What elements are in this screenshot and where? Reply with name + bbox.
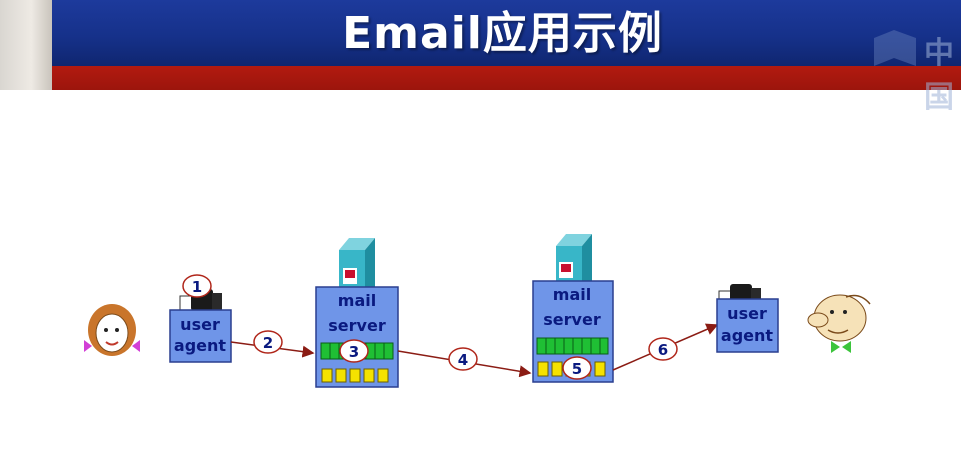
title-banner-blue — [0, 0, 961, 66]
receiver-server-label-line1: mail — [553, 285, 591, 304]
sender-person-icon — [84, 304, 140, 356]
step-6-marker: 6 — [648, 337, 678, 361]
step-5-marker: 5 — [562, 356, 592, 380]
sender-server-label-line1: mail — [338, 291, 376, 310]
step-3-label: 3 — [349, 343, 359, 361]
step-1-label: 1 — [192, 278, 202, 296]
step-2-marker: 2 — [253, 330, 283, 354]
sender-server-tower-icon — [339, 238, 375, 290]
sender-server-mailbox — [321, 368, 389, 383]
step-4-label: 4 — [458, 351, 468, 369]
title-banner-red-stripe — [0, 66, 961, 90]
sender-user-agent-label-line1: user — [180, 315, 220, 334]
title-banner — [0, 0, 961, 90]
step-5-label: 5 — [572, 360, 582, 378]
receiver-server-label-line2: server — [543, 310, 601, 329]
step-6-label: 6 — [658, 341, 668, 359]
receiver-user-agent: user agent — [716, 284, 779, 353]
sender-user-agent-label-line2: agent — [174, 336, 226, 355]
webcam-thumbnail — [0, 0, 52, 90]
receiver-user-agent-label-line2: agent — [721, 326, 773, 345]
receiver-server-tower-icon — [556, 234, 592, 286]
slide-title: Email应用示例 — [342, 8, 663, 59]
step-1-marker: 1 — [182, 274, 212, 298]
sender-mail-server: mail server — [315, 238, 399, 388]
watermark-text: 中国 — [924, 36, 954, 115]
receiver-person-icon — [807, 294, 871, 353]
sender-user-agent: user agent — [169, 289, 232, 363]
step-3-marker: 3 — [339, 339, 369, 363]
logo-watermark-icon — [874, 30, 916, 66]
sender-server-label-line2: server — [328, 316, 386, 335]
step-2-label: 2 — [263, 334, 273, 352]
step-4-marker: 4 — [448, 347, 478, 371]
receiver-user-agent-label-line1: user — [727, 304, 767, 323]
